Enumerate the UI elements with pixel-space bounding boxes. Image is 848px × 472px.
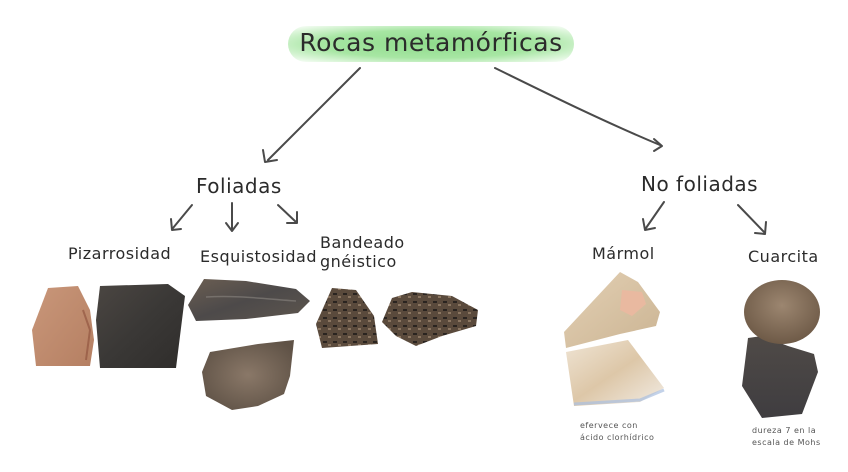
esquisto-rock bbox=[188, 279, 310, 321]
gneis-rock bbox=[316, 288, 478, 348]
label-esquistosidad: Esquistosidad bbox=[200, 247, 317, 266]
caption-marmol: efervece con ácido clorhídrico bbox=[580, 421, 655, 442]
label-bandeado-gneistico: Bandeado gnéistico bbox=[320, 233, 405, 271]
arrow-to-no-foliadas bbox=[494, 67, 661, 146]
arrow-to-cuarcita bbox=[737, 204, 765, 233]
pizarra-rock bbox=[32, 284, 185, 368]
title-node: Rocas metamórficas bbox=[288, 22, 574, 64]
caption-cuarcita: dureza 7 en la escala de Mohs bbox=[752, 426, 821, 447]
branch-no-foliadas: No foliadas bbox=[641, 172, 759, 196]
label-marmol: Mármol bbox=[592, 244, 655, 263]
arrow-to-pizarrosidad bbox=[172, 204, 193, 229]
marmol-rock bbox=[564, 272, 665, 406]
arrow-to-bandeado bbox=[277, 204, 297, 223]
arrow-to-marmol bbox=[645, 201, 665, 229]
esquisto-rock-2 bbox=[202, 340, 294, 410]
label-pizarrosidad: Pizarrosidad bbox=[68, 244, 172, 263]
cuarcita-rock bbox=[742, 280, 820, 418]
label-cuarcita: Cuarcita bbox=[748, 247, 819, 266]
title-highlight bbox=[288, 26, 574, 62]
page-title: Rocas metamórficas bbox=[299, 28, 563, 57]
arrow-to-foliadas bbox=[267, 67, 361, 161]
branch-foliadas: Foliadas bbox=[196, 174, 282, 198]
